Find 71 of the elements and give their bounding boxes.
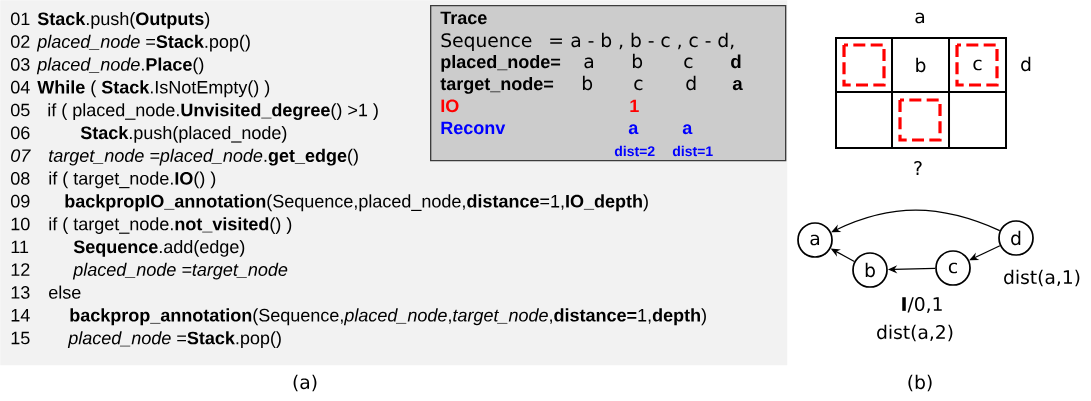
graph-node: c	[935, 250, 971, 286]
line-number: 14	[11, 309, 30, 322]
cell-value: =	[550, 38, 562, 44]
arrow	[831, 209, 1001, 233]
line-number: 01	[11, 12, 30, 26]
cell-value: a	[732, 79, 743, 91]
panel-caption: (b)	[908, 374, 932, 392]
cell-value: a	[682, 124, 693, 135]
code-line: placed_node =Stack.pop()	[36, 34, 250, 52]
graph-node: a	[797, 222, 833, 258]
code-line: backprop_annotation(Sequence,placed_node,target_node,distance=1,depth)	[70, 308, 706, 326]
line-number: 10	[11, 217, 30, 231]
code-line: placed_node =target_node	[72, 262, 288, 280]
line-number: 09	[11, 194, 30, 208]
line-number: 04	[11, 80, 30, 94]
cell-value: a - b , b - c , c - d,	[571, 32, 734, 50]
line-number: 05	[11, 103, 30, 117]
grid-cell	[835, 37, 893, 93]
cell-value: dist=1	[672, 145, 713, 157]
code-line: placed_node =Stack.pop()	[67, 331, 281, 348]
grid-side-label: d	[1021, 56, 1031, 72]
grid-side-label: a	[915, 12, 925, 24]
code-line: Stack.push(placed_node)	[80, 125, 287, 143]
code-line: placed_node.Place()	[36, 57, 204, 75]
cell-value: c	[684, 57, 693, 69]
cell-value: b	[582, 75, 593, 91]
cell-value: c	[634, 79, 643, 91]
row-label: placed_node=	[441, 54, 561, 72]
cell-value: b	[632, 53, 643, 69]
row-label: target_node=	[440, 76, 554, 94]
edge-note: dist(a,2)	[877, 324, 953, 342]
cell-value: a	[584, 57, 593, 69]
code-line: if ( placed_node.Unvisited_degree() >1 )	[48, 103, 378, 120]
row-label: Reconv	[441, 121, 506, 135]
line-number: 06	[11, 126, 30, 140]
cell-value: dist=2	[614, 145, 655, 157]
cell-value: a	[628, 124, 639, 135]
table-heading: Trace	[440, 11, 487, 25]
line-number: 15	[11, 331, 30, 345]
arrow	[969, 245, 1001, 261]
graph-node: d	[998, 220, 1034, 256]
line-number: 11	[11, 240, 29, 253]
line-number: 12	[11, 263, 30, 276]
line-number: 13	[11, 286, 30, 299]
line-number: 07	[11, 149, 31, 162]
panel-caption: (a)	[293, 374, 317, 392]
line-number: 03	[11, 58, 30, 71]
cell-value: d	[731, 54, 741, 69]
line-number: 08	[11, 172, 30, 185]
grid-cell: b	[891, 37, 950, 93]
grid-side-label: ?	[914, 161, 922, 175]
row-label: IO	[441, 99, 459, 113]
row-label: Sequence	[441, 33, 532, 51]
code-line: target_node =placed_node.get_edge()	[49, 148, 358, 166]
graph-node: b	[852, 252, 888, 288]
grid-cell	[835, 91, 893, 149]
cell-value: 1	[630, 99, 639, 112]
edge-note: I/0,1	[902, 297, 942, 313]
code-line: Stack.push(Outputs)	[37, 11, 210, 29]
cell-value: d	[686, 75, 696, 91]
code-line: Sequence.add(edge)	[73, 239, 245, 257]
node-caption: dist(a,1)	[1004, 269, 1080, 287]
code-line: While ( Stack.IsNotEmpty() )	[37, 80, 270, 98]
code-line: backpropIO_annotation(Sequence,placed_node,distance=1,IO_depth)	[65, 194, 648, 212]
grid-cell	[948, 91, 1007, 149]
code-line: if ( target_node.not_visited() )	[49, 217, 292, 234]
code-line: else	[49, 285, 81, 299]
line-number: 02	[11, 35, 30, 48]
grid-cell: c	[948, 37, 1007, 93]
grid-cell	[891, 91, 950, 149]
code-line: if ( target_node.IO() )	[49, 171, 216, 189]
